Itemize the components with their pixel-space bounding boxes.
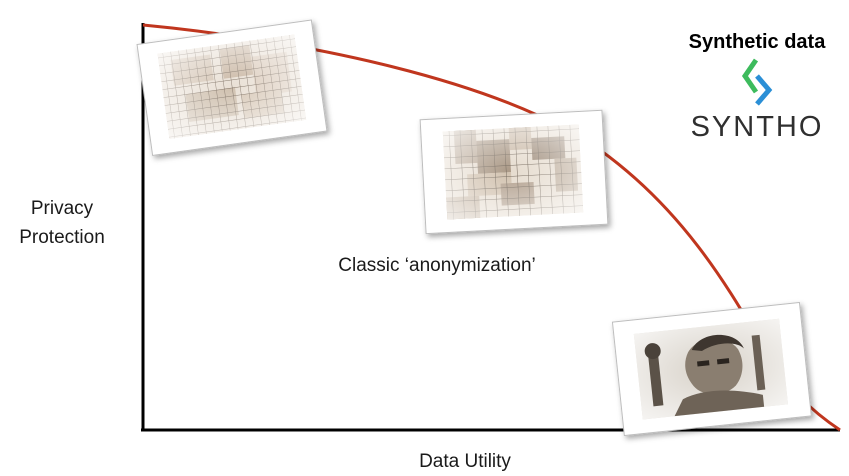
- x-axis-label: Data Utility: [419, 451, 511, 472]
- portrait-photo-icon: [633, 318, 788, 420]
- brand-title: Synthetic data: [689, 31, 827, 53]
- brand-name: SYNTHO: [691, 111, 824, 143]
- syntho-brand: Synthetic data SYNTHO: [689, 31, 827, 143]
- pixelated-portrait-icon: [442, 124, 584, 220]
- photo-medium-pixelated: [419, 109, 609, 235]
- axes: [141, 23, 840, 432]
- photo-original-portrait: [611, 301, 812, 437]
- y-axis-label-line1: Privacy: [31, 198, 94, 219]
- classic-anonymization-label: Classic ‘anonymization’: [338, 255, 535, 276]
- syntho-s-chevron-icon: [741, 58, 773, 106]
- y-axis-label-line2: Protection: [19, 227, 105, 248]
- photo-heavily-pixelated: [136, 19, 328, 156]
- pixelated-portrait-icon: [157, 34, 307, 139]
